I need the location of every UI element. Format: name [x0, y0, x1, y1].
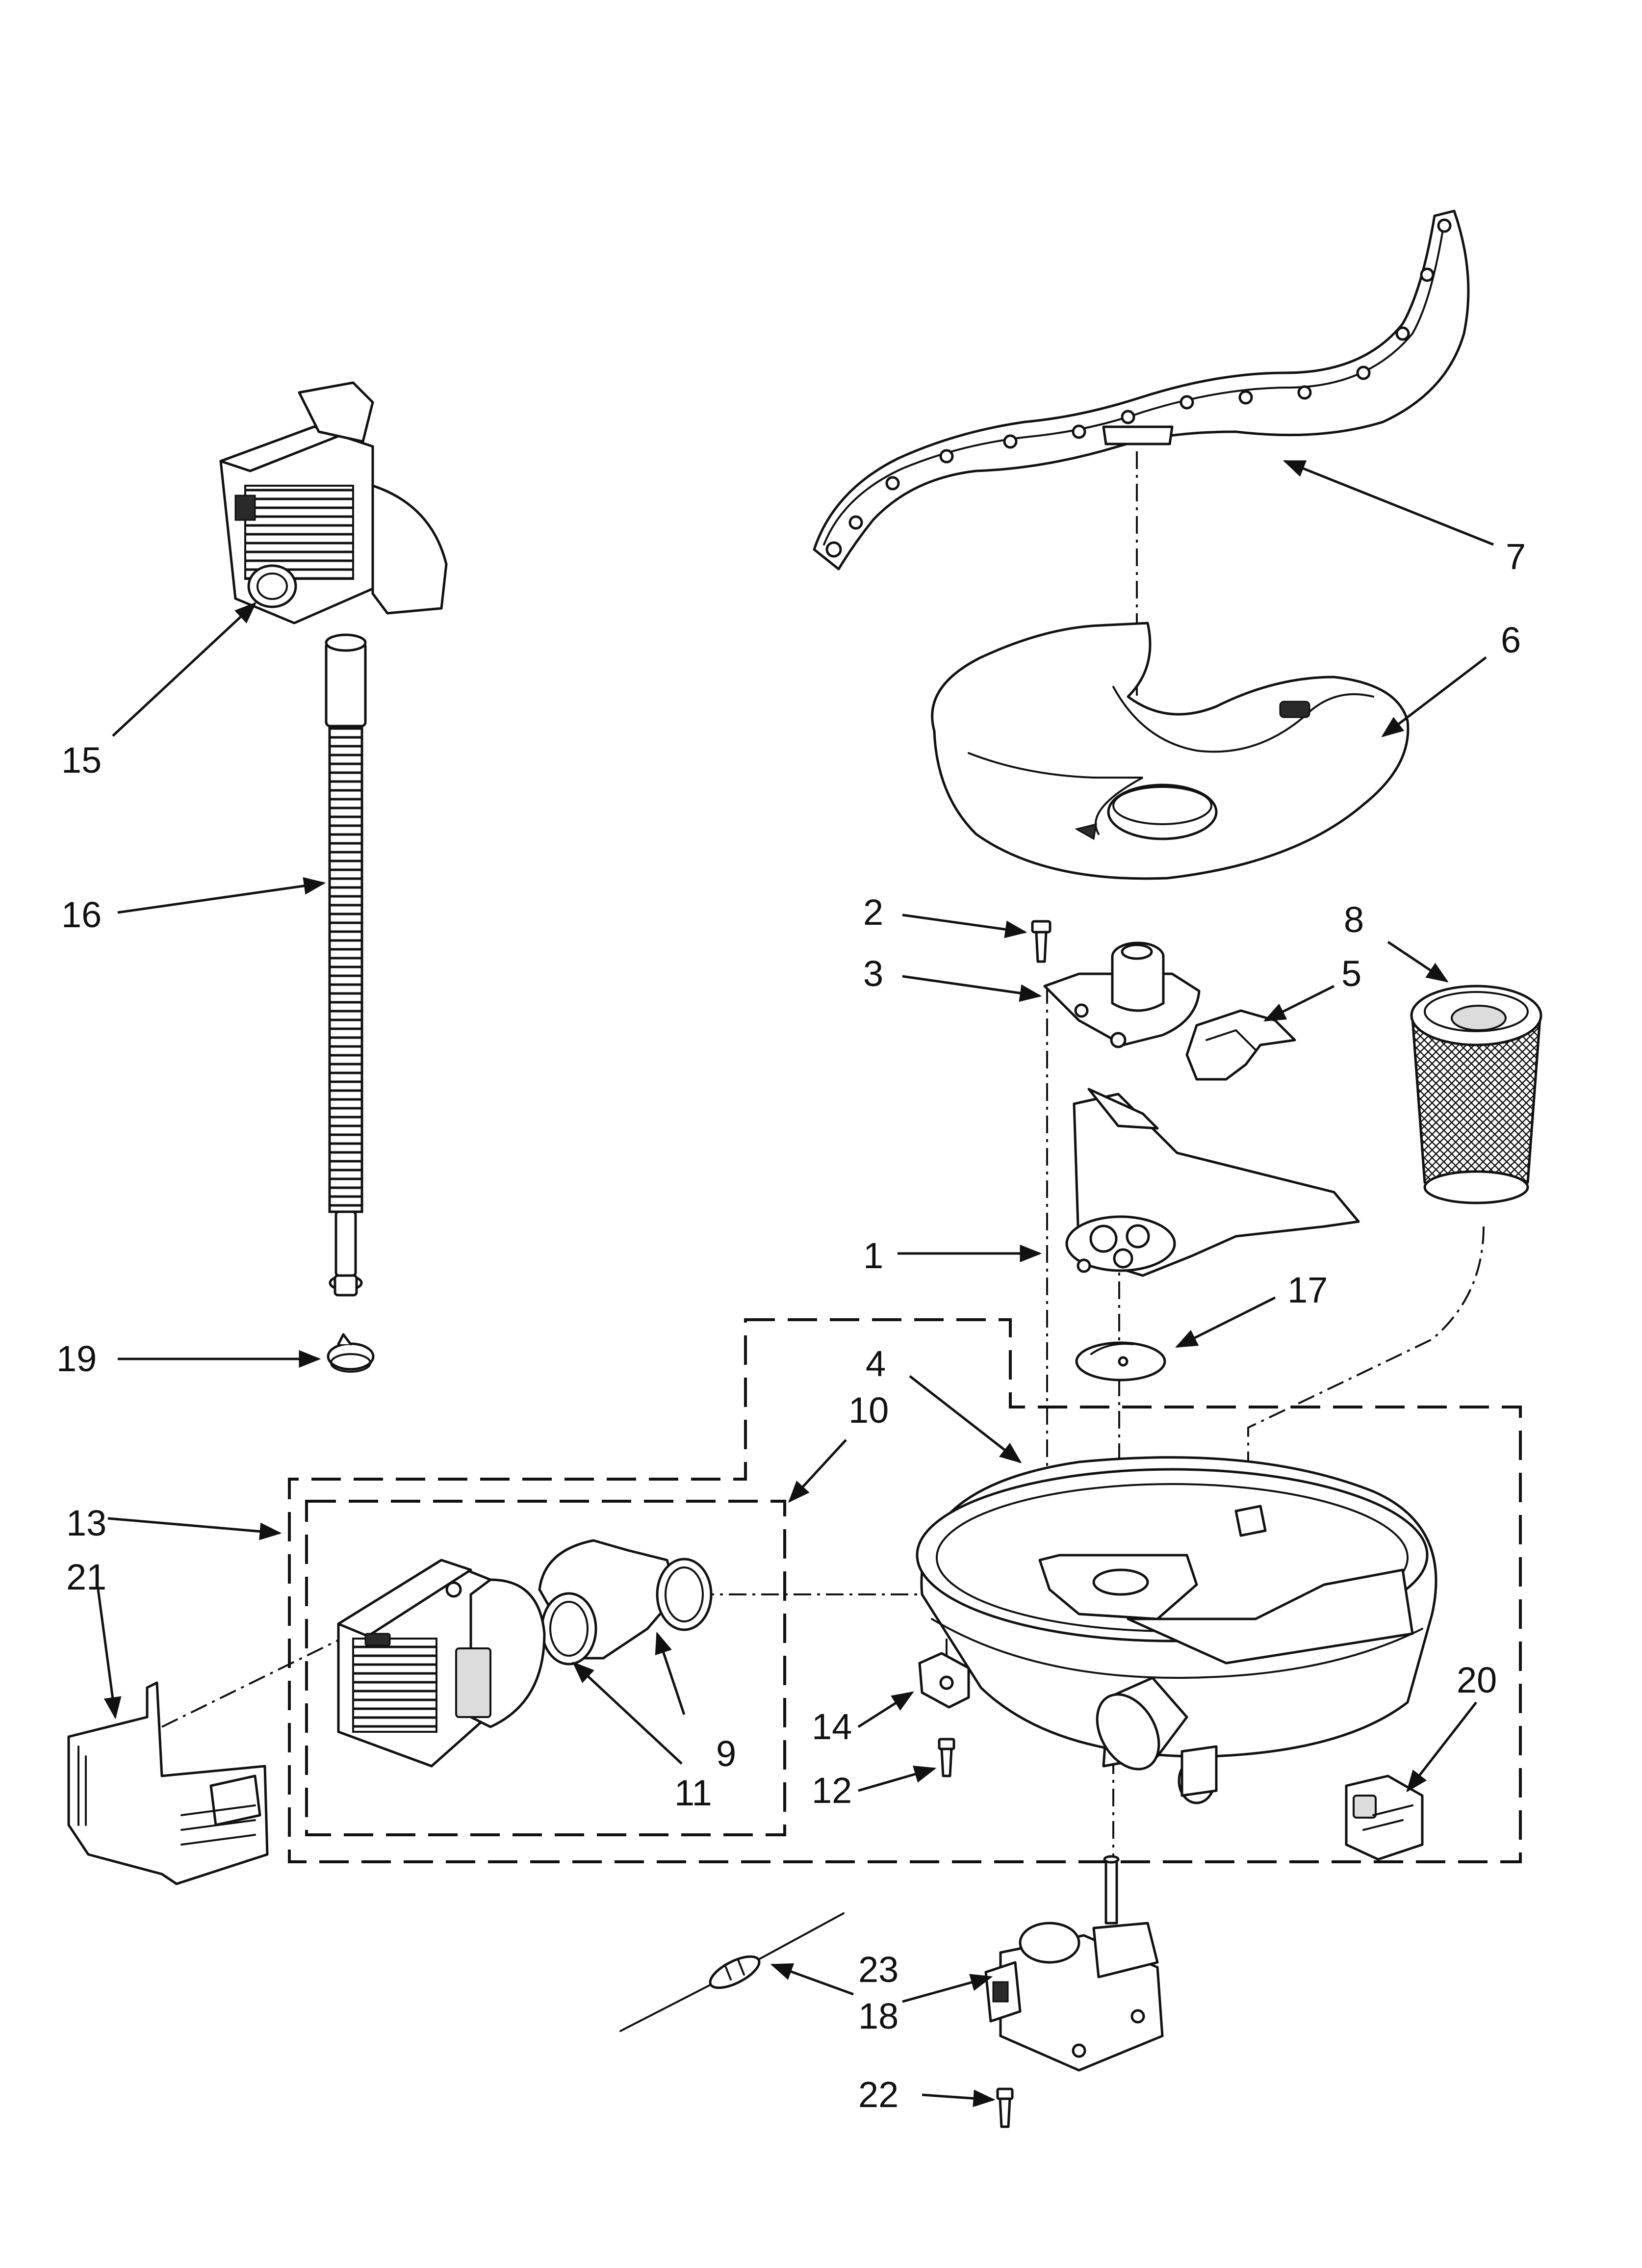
callout-11: 11: [674, 1773, 712, 1813]
callout-14: 14: [812, 1706, 852, 1747]
bracket-part-14: [918, 1652, 970, 1709]
callout-5: 5: [1341, 953, 1361, 994]
callout-3: 3: [863, 953, 883, 994]
drain-pump: [219, 381, 448, 625]
drain-hose: [325, 633, 367, 1297]
callout-4: 4: [866, 1343, 886, 1384]
callout-labels: 7 6 2 3 5 8 1 17 4 10 13 21 11 9 14 12 2…: [56, 536, 1526, 2115]
resistor-part-23: [619, 1912, 845, 2032]
callout-9: 9: [716, 1733, 736, 1774]
pump-seal-ring: [540, 1592, 597, 1666]
callout-20: 20: [1457, 1660, 1497, 1700]
callout-22: 22: [858, 2074, 898, 2115]
callout-17: 17: [1287, 1270, 1328, 1310]
sump-basin: [916, 1456, 1437, 1804]
fine-filter-basket: [1410, 985, 1542, 1204]
center-line-strainer: [1247, 1226, 1485, 1619]
callout-12: 12: [812, 1770, 852, 1811]
callout-16: 16: [61, 894, 102, 935]
diverter-motor: [984, 1855, 1164, 2072]
circulation-pump-motor: [337, 1559, 546, 1768]
chopper-clip: [1185, 1009, 1296, 1081]
screw-part-2: [1031, 920, 1052, 963]
callout-10: 10: [848, 1390, 889, 1431]
callout-6: 6: [1501, 620, 1521, 660]
callout-19: 19: [56, 1338, 97, 1379]
callout-21: 21: [66, 1557, 106, 1597]
callout-7: 7: [1506, 536, 1526, 577]
filter-manifold: [1065, 1088, 1360, 1277]
sump-assembly-outline: [288, 1318, 1522, 1863]
motor-shroud-panel: [67, 1681, 269, 1885]
leader-lines: [97, 460, 1494, 2108]
turbidity-sensor: [1345, 1774, 1424, 1861]
diverter-disc: [1075, 1341, 1166, 1382]
callout-15: 15: [61, 740, 102, 781]
callout-13: 13: [66, 1503, 106, 1543]
lower-spray-arm: [813, 209, 1470, 571]
screw-part-12: [938, 1738, 955, 1777]
callout-8: 8: [1344, 899, 1364, 940]
upper-filter-cover: [931, 622, 1410, 880]
hose-clamp: [327, 1333, 375, 1373]
callout-1: 1: [863, 1235, 883, 1276]
pump-motor-assembly-outline: [305, 1500, 786, 1836]
callout-18: 18: [858, 1996, 898, 2036]
screw-part-22: [996, 2087, 1014, 2128]
callout-23: 23: [858, 1949, 898, 1990]
callout-2: 2: [863, 892, 883, 933]
pump-housing-cover: [1043, 941, 1201, 1048]
